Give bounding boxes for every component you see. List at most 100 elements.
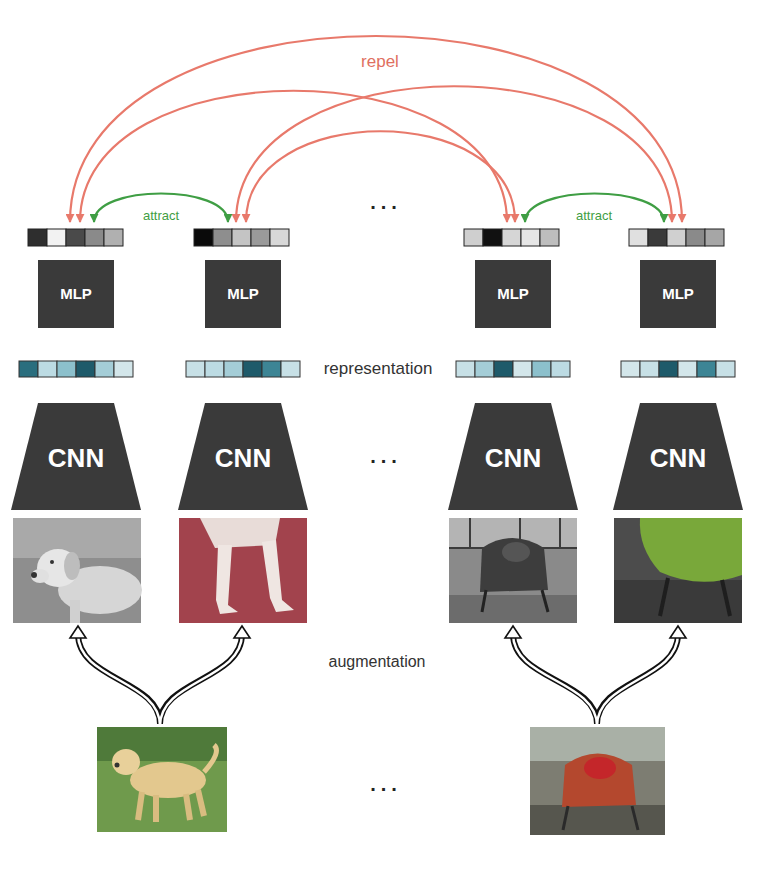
- original-dog: [204, 745, 216, 772]
- augmented-dog-legs: [216, 545, 238, 614]
- repel-arcs: [236, 86, 672, 222]
- mlp-box: MLP: [475, 260, 551, 328]
- representation-label: representation: [321, 359, 436, 379]
- original-chair: [530, 727, 665, 835]
- augmented-dog-gray: [31, 569, 49, 583]
- augmented-chair-gray: [482, 590, 548, 612]
- augmented-chair-green: [614, 518, 742, 623]
- augmented-dog-gray: [70, 600, 80, 623]
- augmented-dog-gray: [31, 572, 37, 578]
- augmented-dog-gray: [50, 560, 54, 564]
- repel-arcs: [70, 36, 682, 222]
- augmentation-arrows: [78, 634, 160, 726]
- attract-label: attract: [140, 209, 182, 224]
- mlp-box: MLP: [205, 260, 281, 328]
- augmented-chair-green: [614, 580, 742, 623]
- original-chair: [562, 754, 636, 808]
- augmented-chair-green: [614, 518, 742, 623]
- representation-vectors: [186, 361, 205, 377]
- cnn-shape: [448, 403, 578, 510]
- projection-vectors: [270, 229, 289, 246]
- projection-vectors: [502, 229, 521, 246]
- cnn-shape: [613, 403, 743, 510]
- representation-vectors: [38, 361, 57, 377]
- augmented-dog-gray: [13, 518, 142, 623]
- augmented-dog-gray: [13, 518, 141, 558]
- representation-vectors: [281, 361, 300, 377]
- projection-vectors: [483, 229, 502, 246]
- mlp-box: MLP: [38, 260, 114, 328]
- projection-vectors: [705, 229, 724, 246]
- cnn-trapezoid: CNN: [178, 403, 308, 510]
- original-dog: [97, 727, 227, 832]
- representation-vectors: [57, 361, 76, 377]
- augmentation-label: augmentation: [326, 653, 429, 671]
- representation-vectors: [205, 361, 224, 377]
- representation-vectors: [640, 361, 659, 377]
- cnn-shape: [11, 403, 141, 510]
- representation-vectors: [76, 361, 95, 377]
- augmentation-arrows: [70, 626, 86, 638]
- projection-vectors: [648, 229, 667, 246]
- original-chair: [584, 757, 616, 779]
- augmented-chair-gray: [542, 590, 548, 612]
- projection-vectors: [521, 229, 540, 246]
- representation-vectors: [262, 361, 281, 377]
- original-chair: [632, 806, 638, 830]
- projection-vectors: [464, 229, 483, 246]
- representation-vectors: [114, 361, 133, 377]
- augmented-dog-legs: [179, 518, 307, 623]
- augmentation-arrows: [505, 626, 521, 638]
- original-chair: [530, 805, 665, 835]
- representation-vectors: [621, 361, 640, 377]
- projection-vectors: [47, 229, 66, 246]
- projection-vectors: [213, 229, 232, 246]
- original-dog: [138, 790, 204, 822]
- augmented-chair-gray: [502, 542, 530, 562]
- augmented-dog-legs: [179, 518, 307, 623]
- projection-vectors: [104, 229, 123, 246]
- projection-vectors: [686, 229, 705, 246]
- original-dog: [186, 794, 190, 820]
- projection-vectors: [667, 229, 686, 246]
- augmented-chair-green: [660, 578, 668, 616]
- original-dog: [153, 795, 159, 822]
- representation-vectors: [95, 361, 114, 377]
- projection-vectors: [232, 229, 251, 246]
- augmented-chair-gray: [449, 518, 577, 623]
- ellipsis: ...: [367, 773, 405, 796]
- representation-vectors: [513, 361, 532, 377]
- original-dog: [198, 790, 204, 816]
- mlp-box: MLP: [640, 260, 716, 328]
- augmentation-arrows: [160, 634, 242, 726]
- augmented-dog-gray: [13, 518, 141, 623]
- original-chair: [530, 727, 665, 835]
- augmented-chair-green: [722, 580, 730, 616]
- repel-arcs: [70, 36, 682, 222]
- augmentation-arrows: [78, 634, 678, 726]
- augmentation-arrows: [70, 626, 686, 726]
- repel-label: repel: [358, 52, 402, 72]
- ellipsis: ...: [367, 445, 405, 468]
- representation-vectors: [532, 361, 551, 377]
- augmented-chair-gray: [449, 518, 577, 623]
- cnn-label: CNN: [485, 444, 541, 473]
- augmentation-arrows: [234, 626, 250, 638]
- representation-vectors: [716, 361, 735, 377]
- projection-vectors: [66, 229, 85, 246]
- cnn-trapezoid: CNN: [11, 403, 141, 510]
- representation-vectors: [697, 361, 716, 377]
- cnn-label: CNN: [215, 444, 271, 473]
- mlp-label: MLP: [662, 286, 694, 303]
- augmented-chair-gray: [480, 538, 548, 592]
- cnn-trapezoid: CNN: [448, 403, 578, 510]
- augmented-chair-green: [640, 518, 742, 582]
- original-dog: [115, 763, 120, 768]
- original-chair: [563, 806, 638, 830]
- augmented-dog-legs: [262, 540, 294, 612]
- mlp-label: MLP: [497, 286, 529, 303]
- augmented-dog-gray: [64, 552, 80, 580]
- mlp-label: MLP: [227, 286, 259, 303]
- representation-vectors: [224, 361, 243, 377]
